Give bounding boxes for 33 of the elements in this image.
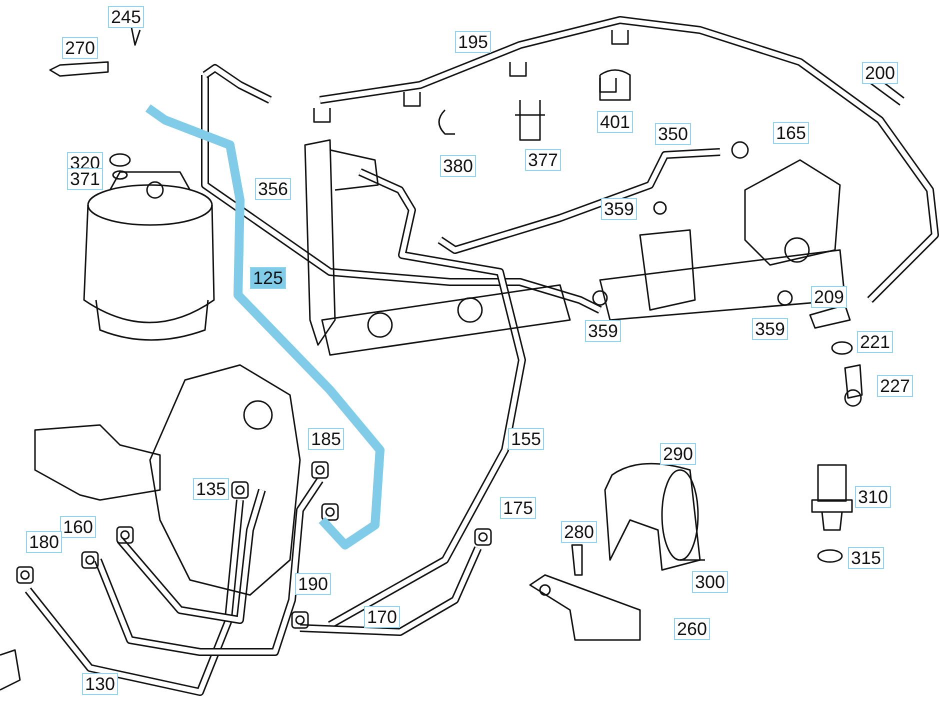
callout-number: 310 (855, 486, 892, 508)
callout-number: 125 (250, 267, 286, 289)
callout-number: 270 (62, 37, 98, 59)
callout-number: 209 (811, 286, 848, 308)
callout-number: 300 (692, 571, 728, 593)
callout-number: 135 (193, 478, 230, 500)
callout-number: 315 (848, 547, 884, 569)
callout-number: 155 (508, 428, 544, 450)
callout-number: 200 (862, 62, 898, 84)
callout-number: 280 (561, 521, 598, 543)
callout-number: 221 (857, 331, 894, 353)
callout-number: 377 (525, 149, 562, 171)
callout-number: 245 (108, 6, 144, 28)
callout-number: 359 (601, 198, 638, 220)
callout-number: 190 (295, 573, 332, 595)
callout-number: 290 (660, 443, 696, 465)
callout-number: 165 (773, 122, 810, 144)
callout-number: 185 (308, 428, 344, 450)
callout-number: 160 (60, 516, 96, 538)
callout-number: 371 (67, 168, 104, 190)
callout-number: 180 (26, 531, 62, 553)
callout-number: 170 (364, 606, 400, 628)
callout-number: 175 (500, 497, 536, 519)
callout-number: 260 (674, 618, 710, 640)
callout-number: 356 (255, 178, 292, 200)
callout-number: 350 (655, 123, 692, 145)
callout-number: 380 (440, 155, 476, 177)
callout-number: 195 (455, 31, 492, 53)
callout-number: 401 (597, 111, 634, 133)
callout-number: 227 (877, 375, 914, 397)
callout-number: 130 (82, 673, 118, 695)
callout-number: 359 (752, 318, 788, 340)
callout-number: 359 (585, 320, 622, 342)
